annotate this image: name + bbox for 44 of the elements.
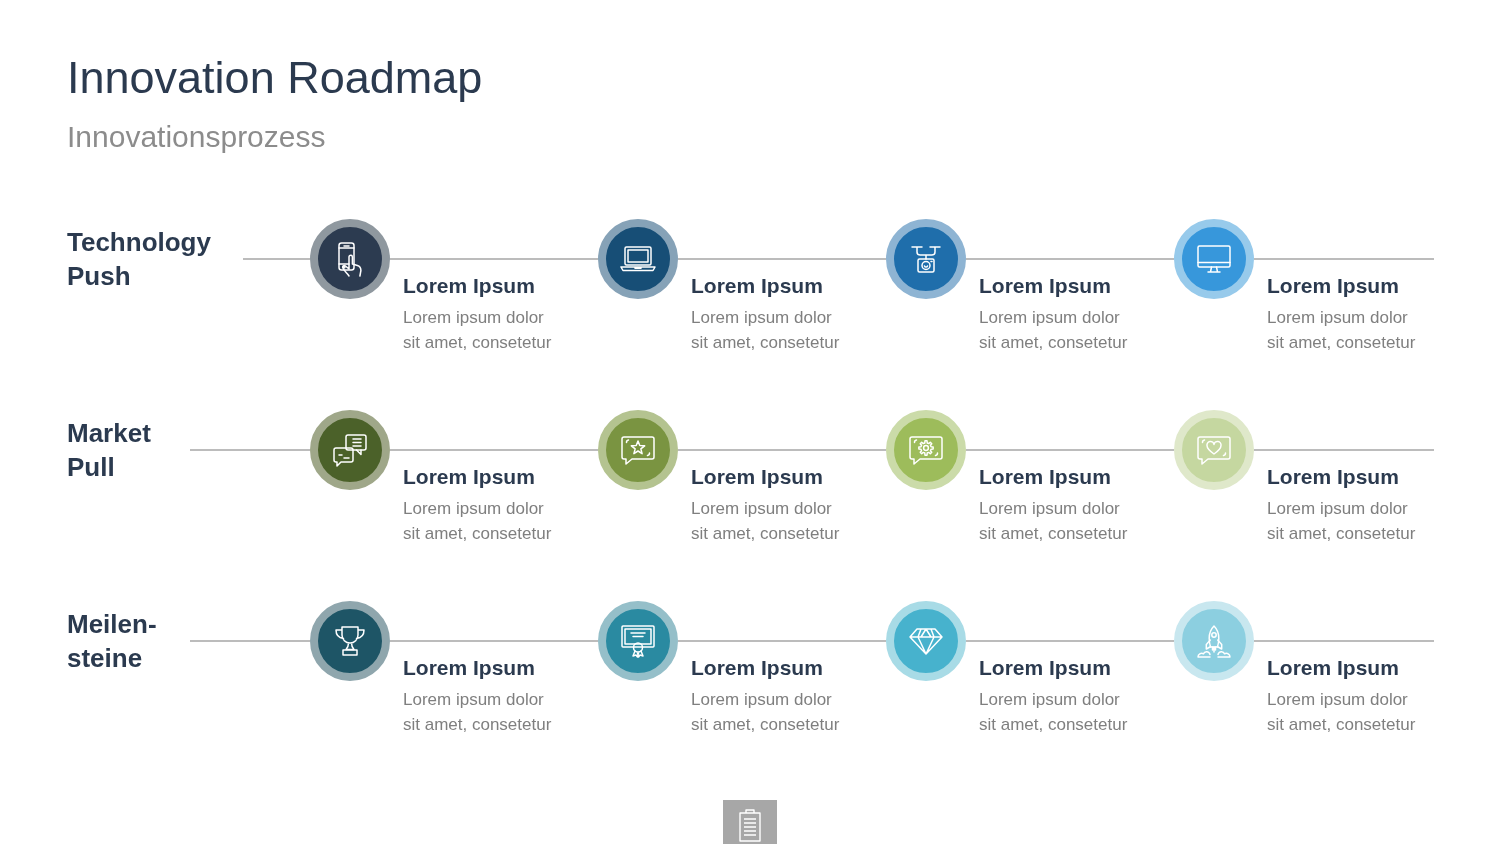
subtitle: Innovationsprozess — [67, 119, 326, 155]
step-description: Lorem ipsum dolor sit amet, consetetur — [691, 688, 841, 736]
row-label: Technology Push — [67, 225, 211, 293]
step-heading: Lorem Ipsum — [403, 655, 535, 681]
timeline-line — [677, 640, 887, 642]
timeline-line — [189, 640, 311, 642]
timeline-line — [389, 258, 599, 260]
step-description: Lorem ipsum dolor sit amet, consetetur — [691, 497, 841, 545]
step-heading: Lorem Ipsum — [1267, 655, 1399, 681]
timeline-line — [1253, 640, 1435, 642]
timeline-line — [965, 258, 1175, 260]
step-heading: Lorem Ipsum — [979, 273, 1111, 299]
step-heading: Lorem Ipsum — [1267, 464, 1399, 490]
step-description: Lorem ipsum dolor sit amet, consetetur — [691, 306, 841, 354]
timeline-line — [1253, 449, 1435, 451]
timeline-line — [189, 449, 311, 451]
step-description: Lorem ipsum dolor sit amet, consetetur — [403, 688, 553, 736]
timeline-line — [389, 640, 599, 642]
step-description: Lorem ipsum dolor sit amet, consetetur — [979, 497, 1129, 545]
step-description: Lorem ipsum dolor sit amet, consetetur — [979, 306, 1129, 354]
step-heading: Lorem Ipsum — [979, 464, 1111, 490]
timeline-line — [242, 258, 311, 260]
step-heading: Lorem Ipsum — [403, 464, 535, 490]
row-label: Market Pull — [67, 416, 151, 484]
step-heading: Lorem Ipsum — [691, 464, 823, 490]
step-description: Lorem ipsum dolor sit amet, consetetur — [1267, 306, 1417, 354]
step-heading: Lorem Ipsum — [1267, 273, 1399, 299]
row-label: Meilen- steine — [67, 607, 157, 675]
timeline-line — [965, 640, 1175, 642]
step-description: Lorem ipsum dolor sit amet, consetetur — [1267, 497, 1417, 545]
timeline-line — [677, 449, 887, 451]
timeline-line — [1253, 258, 1435, 260]
step-heading: Lorem Ipsum — [403, 273, 535, 299]
step-description: Lorem ipsum dolor sit amet, consetetur — [1267, 688, 1417, 736]
step-description: Lorem ipsum dolor sit amet, consetetur — [979, 688, 1129, 736]
timeline-line — [389, 449, 599, 451]
step-description: Lorem ipsum dolor sit amet, consetetur — [403, 306, 553, 354]
timeline-line — [965, 449, 1175, 451]
step-heading: Lorem Ipsum — [691, 273, 823, 299]
step-heading: Lorem Ipsum — [691, 655, 823, 681]
step-description: Lorem ipsum dolor sit amet, consetetur — [403, 497, 553, 545]
slide-title: Innovation Roadmap — [67, 51, 483, 105]
step-heading: Lorem Ipsum — [979, 655, 1111, 681]
timeline-line — [677, 258, 887, 260]
